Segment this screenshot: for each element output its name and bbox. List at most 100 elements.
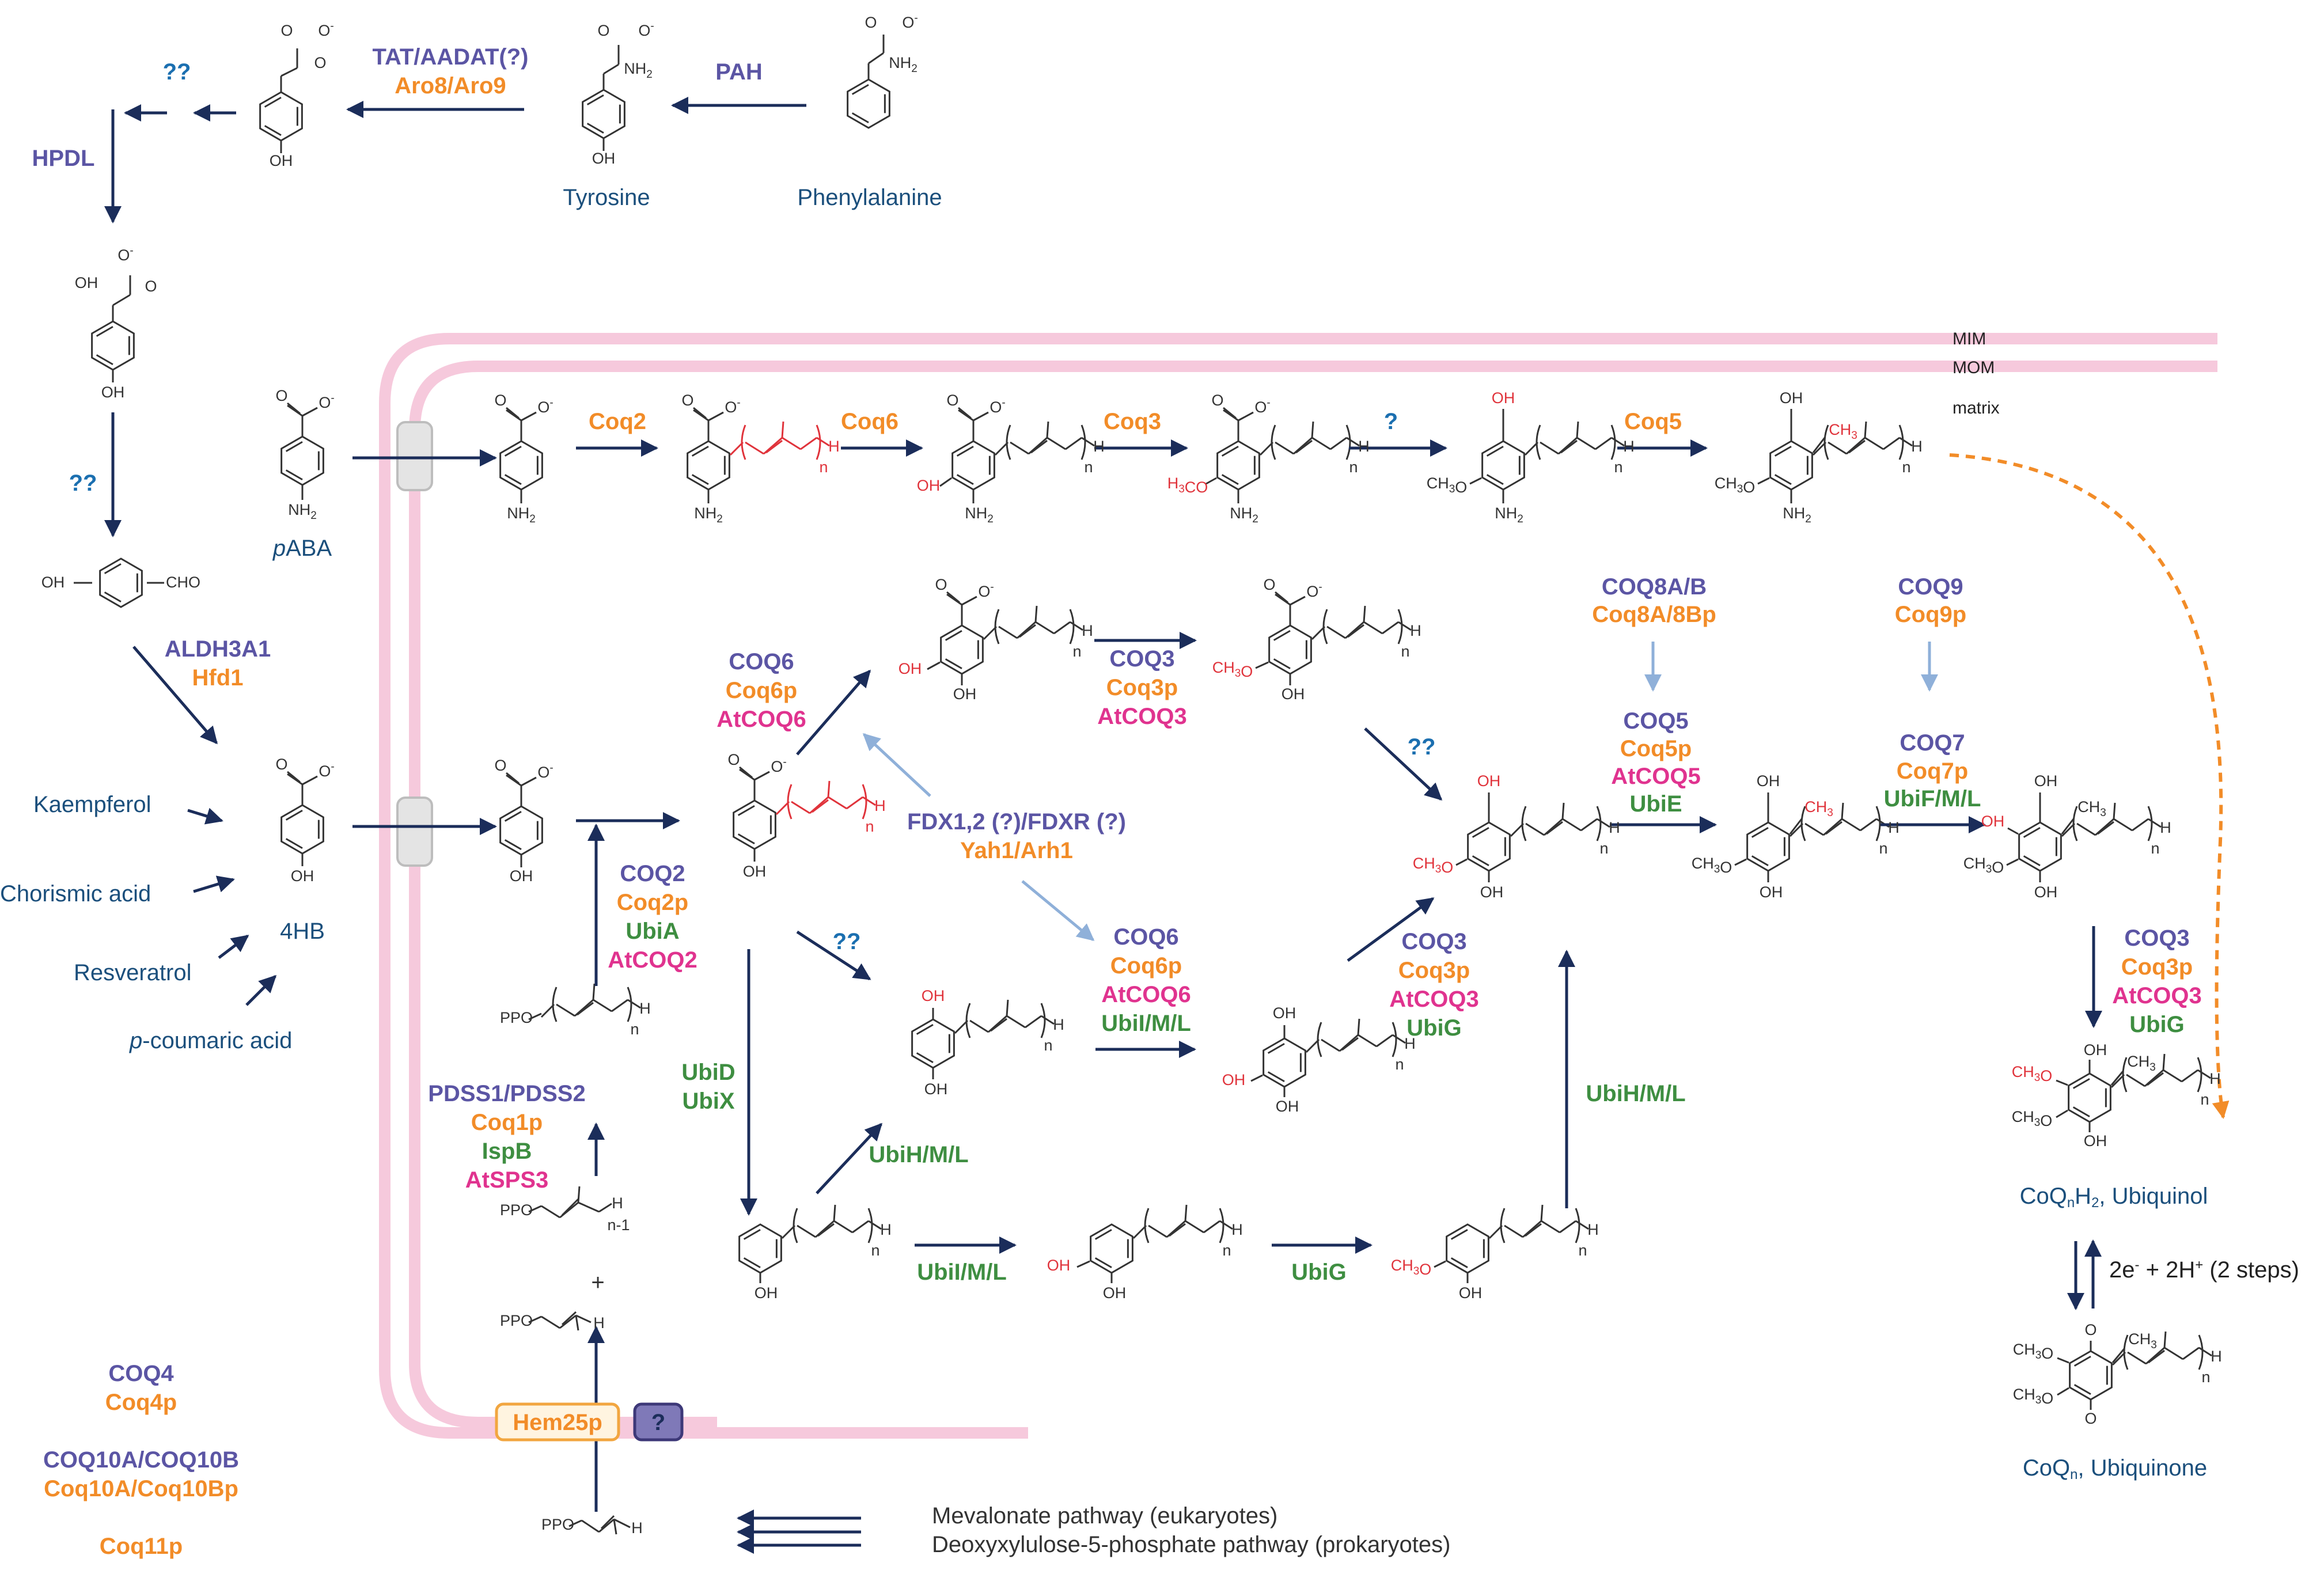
enzyme-tat: TAT/AADAT(?) xyxy=(372,44,528,70)
bond xyxy=(556,1003,575,1017)
atom-label: CH3O xyxy=(1715,475,1756,496)
atom-label: NH2 xyxy=(1495,505,1523,525)
bond xyxy=(1734,858,1747,866)
bond xyxy=(1070,621,1083,631)
atom-label: OH xyxy=(1780,389,1803,407)
bond xyxy=(627,999,641,1009)
atom-label: H xyxy=(1587,1221,1599,1238)
enzyme-ubih-b: UbiH/M/L xyxy=(1586,1081,1685,1106)
bond xyxy=(2097,821,2114,835)
benzene-ring xyxy=(940,624,984,675)
bond xyxy=(2007,827,2019,835)
atom-label: n xyxy=(2201,1368,2210,1386)
bond xyxy=(994,441,1009,456)
atom-label: CHO xyxy=(166,574,200,591)
benzene-ring xyxy=(1216,440,1260,491)
bond xyxy=(541,1205,560,1219)
bond xyxy=(1883,437,1900,450)
enzyme-coq10-y: Coq10A/Coq10Bp xyxy=(44,1476,238,1501)
benzene-ring xyxy=(738,1223,782,1274)
benzene-ring xyxy=(280,435,324,486)
atom-label: O xyxy=(494,392,506,409)
atom-label: O- xyxy=(318,20,333,39)
bracket xyxy=(994,609,1000,644)
enzyme-coq5-h: COQ5 xyxy=(1623,708,1688,734)
bond xyxy=(559,1314,577,1329)
atom-label: H xyxy=(828,438,840,455)
atom-label: NH2 xyxy=(694,505,723,525)
bond xyxy=(828,796,847,810)
bracket xyxy=(965,1003,971,1038)
bond xyxy=(593,999,612,1012)
bond xyxy=(521,776,537,787)
bond xyxy=(104,563,122,574)
bond xyxy=(743,1228,761,1240)
atom-label: OH xyxy=(924,1080,948,1098)
enzyme-coq3b-p: AtCOQ3 xyxy=(1389,987,1479,1012)
bond xyxy=(592,983,596,1000)
atom-label: CH3O xyxy=(1427,475,1468,496)
bond xyxy=(1341,1037,1359,1051)
unknown-carrier-label: ? xyxy=(651,1410,665,1435)
bond xyxy=(2113,818,2133,832)
bond xyxy=(708,411,724,422)
bond xyxy=(504,445,522,457)
bond xyxy=(2076,822,2096,836)
bracket xyxy=(1069,609,1075,644)
atom-label: OH xyxy=(1480,883,1504,901)
enzyme-coq3a-y: Coq3p xyxy=(1106,675,1178,700)
molecule-4hb: 4HB xyxy=(280,919,325,944)
atom-label: CH3O xyxy=(1963,855,2004,876)
bond xyxy=(1148,1224,1167,1238)
bracket xyxy=(1898,424,1904,460)
atom-label: n xyxy=(865,818,874,835)
atom-label: OH xyxy=(1276,1098,1299,1115)
atom-label: H xyxy=(1358,438,1370,455)
bond xyxy=(1472,826,1489,838)
bond xyxy=(575,1314,592,1323)
atom-label: H xyxy=(593,1314,605,1332)
atom-label: CH3 xyxy=(1804,798,1833,819)
atom-label: n xyxy=(1401,643,1409,660)
benzene-ring xyxy=(280,804,324,855)
atom-label: NH2 xyxy=(1783,505,1811,525)
bond xyxy=(1094,1257,1112,1269)
atom-label: NH2 xyxy=(889,54,918,75)
bond xyxy=(1219,1220,1233,1230)
bond xyxy=(800,437,817,450)
bond xyxy=(2147,1072,2164,1086)
atom-label: OH xyxy=(291,867,314,885)
bond xyxy=(916,1023,934,1035)
atom-label: n xyxy=(1614,458,1622,476)
bracket xyxy=(1596,806,1602,841)
bond xyxy=(285,838,303,849)
bond xyxy=(287,404,303,417)
enzyme-pdss-p: AtSPS3 xyxy=(465,1167,549,1193)
bond xyxy=(782,437,801,450)
bond xyxy=(613,1519,617,1535)
bond xyxy=(1864,421,1867,438)
bracket xyxy=(2123,1334,2129,1370)
bond xyxy=(1525,1223,1542,1237)
bond xyxy=(969,1019,989,1033)
benzene-ring xyxy=(951,440,995,491)
bond xyxy=(1524,441,1539,456)
atom-label: OH xyxy=(1477,772,1501,790)
enzyme-ubih-a: UbiH/M/L xyxy=(869,1142,968,1167)
bond xyxy=(2197,1069,2211,1079)
atom-label: OH xyxy=(101,384,125,401)
enzyme-coq5-top: Coq5 xyxy=(1624,409,1682,434)
enzyme-pah: PAH xyxy=(715,59,762,85)
benzene-ring xyxy=(91,320,135,371)
bond xyxy=(1006,1015,1026,1029)
bond xyxy=(586,123,604,134)
bond xyxy=(833,1220,853,1234)
bond xyxy=(528,1012,542,1021)
enzyme-aldh: ALDH3A1 xyxy=(165,636,271,662)
bond xyxy=(1559,1220,1576,1234)
bracket xyxy=(1575,1208,1580,1243)
atom-label: H3CO xyxy=(1167,475,1208,496)
bond xyxy=(939,477,952,487)
bond xyxy=(1223,409,1239,422)
bond xyxy=(1576,421,1579,438)
